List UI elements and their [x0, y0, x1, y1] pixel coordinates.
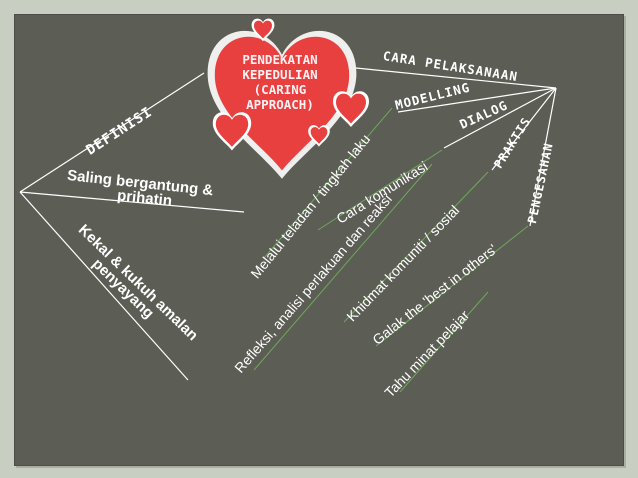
title-line-3: (CARING	[253, 82, 307, 97]
center-title: PENDEKATAN KEPEDULIAN (CARING APPROACH)	[226, 52, 334, 112]
title-line-2: KEPEDULIAN	[242, 67, 318, 82]
title-line-4: APPROACH)	[246, 97, 314, 112]
title-line-1: PENDEKATAN	[242, 52, 318, 67]
